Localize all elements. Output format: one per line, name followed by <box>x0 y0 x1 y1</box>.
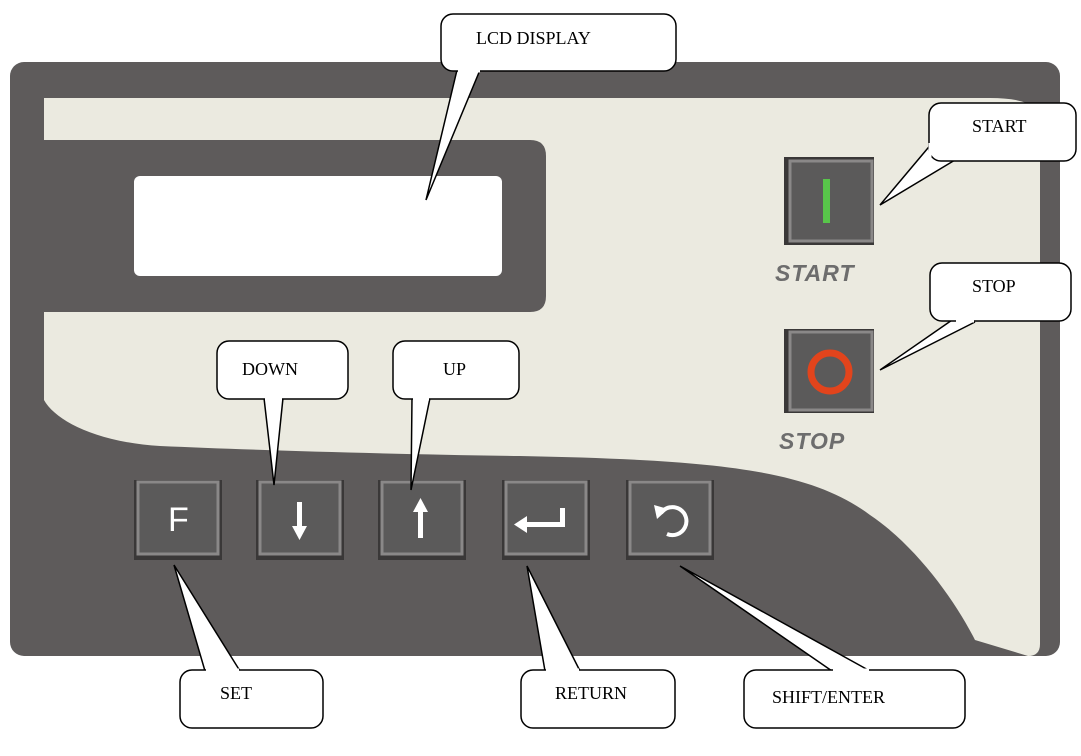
callout-lcd-label: LCD DISPLAY <box>476 28 591 48</box>
f-key-label: F <box>168 501 189 539</box>
callout-shift-enter-label: SHIFT/ENTER <box>772 687 885 707</box>
callout-start-label: START <box>972 116 1026 136</box>
return-key[interactable] <box>502 480 590 560</box>
down-key[interactable] <box>256 480 344 560</box>
callout-stop-label: STOP <box>972 276 1016 296</box>
stop-label: STOP <box>779 428 845 454</box>
callout-up-label: UP <box>443 359 466 379</box>
callout-down-label: DOWN <box>242 359 298 379</box>
f-key[interactable]: F <box>134 480 222 560</box>
start-label: START <box>775 260 855 286</box>
up-key[interactable] <box>378 480 466 560</box>
lcd-display <box>134 176 502 276</box>
start-icon <box>823 179 830 223</box>
stop-button[interactable] <box>784 329 874 413</box>
callout-return-label: RETURN <box>555 683 627 703</box>
shift-enter-key[interactable] <box>626 480 714 560</box>
start-button[interactable] <box>784 157 874 245</box>
callout-set-label: SET <box>220 683 252 703</box>
